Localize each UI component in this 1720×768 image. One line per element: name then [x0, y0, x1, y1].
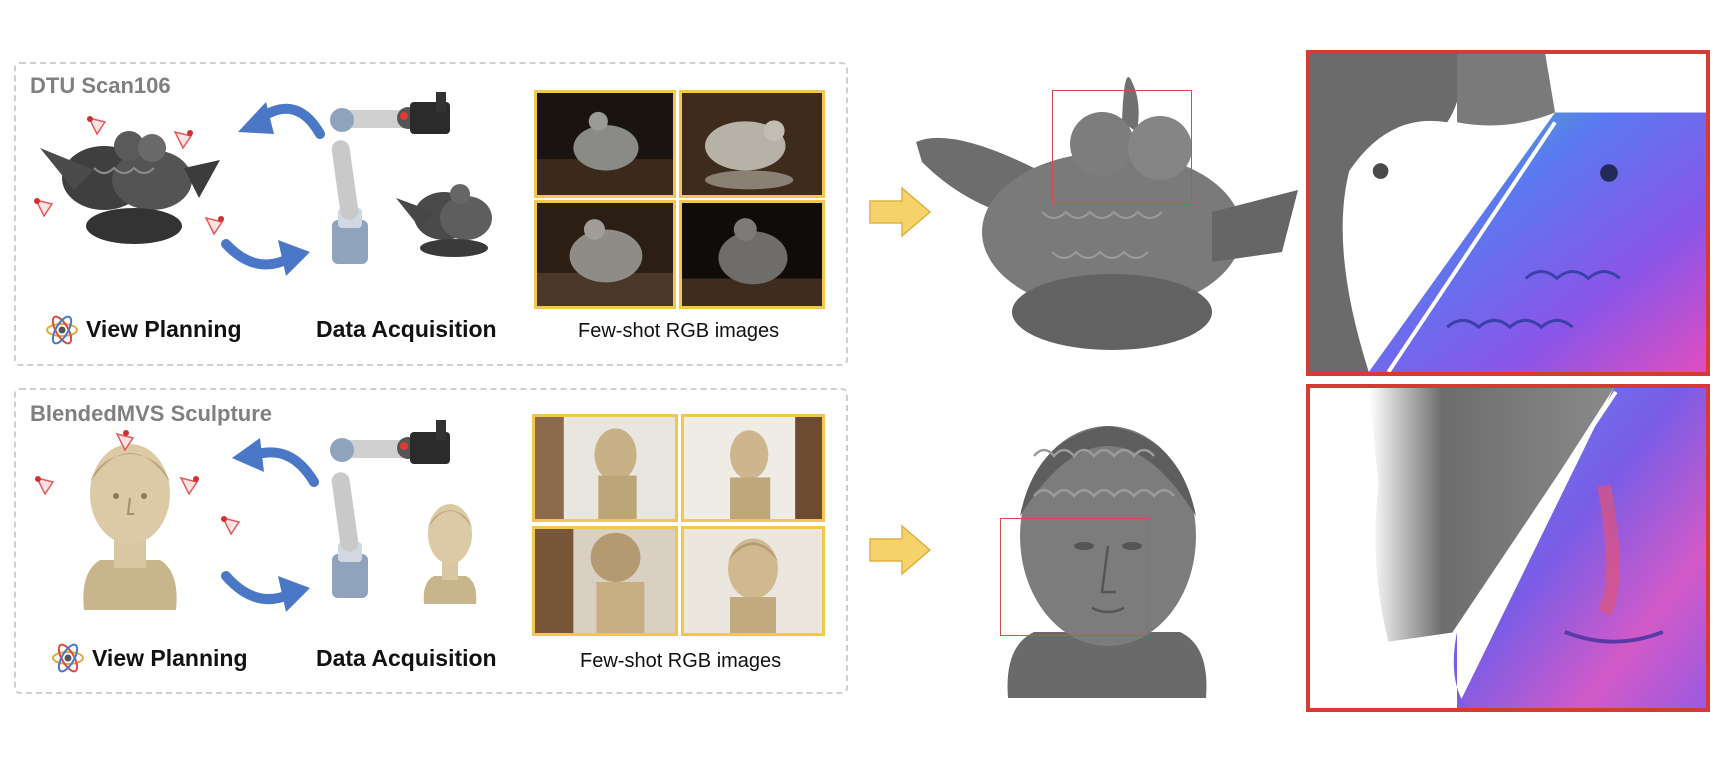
rgb-thumbnail — [534, 200, 676, 309]
sculpture-object-small — [423, 504, 477, 604]
reconstructed-mesh-birds — [916, 77, 1298, 350]
camera-pose-icon — [35, 476, 55, 496]
sculpture-object-with-views — [83, 444, 177, 610]
camera-pose-icon — [34, 198, 54, 218]
atom-planning-icon — [46, 315, 78, 345]
reconstructed-mesh-sculpture — [1007, 426, 1207, 698]
birds-object-small — [396, 184, 492, 257]
flow-arrow-icon — [221, 571, 310, 612]
robot-arm — [330, 92, 450, 264]
flow-arrow-icon — [238, 102, 325, 139]
images-caption: Few-shot RGB images — [580, 650, 782, 672]
camera-pose-icon — [173, 130, 193, 150]
zoom-normal-map — [1306, 50, 1710, 376]
view-planning-label: View Planning — [86, 316, 242, 342]
flow-arrow-icon — [221, 239, 310, 276]
rgb-thumbnail — [679, 200, 825, 309]
birds-object-with-views — [40, 131, 220, 244]
zoom-region-box — [1000, 518, 1148, 636]
camera-pose-icon — [115, 430, 135, 452]
flow-arrow-icon — [232, 438, 319, 487]
blendedmvs-panel — [14, 388, 848, 694]
flow-arrow-icon — [869, 186, 932, 238]
zoom-region-box — [1052, 90, 1192, 204]
birds-base — [86, 208, 182, 244]
dataset-title: DTU Scan106 — [30, 73, 171, 98]
birds-body-right — [112, 150, 192, 210]
camera-pose-icon — [179, 476, 199, 496]
dtu-panel — [14, 62, 848, 366]
camera-pose-icon — [87, 116, 107, 136]
birds-wing — [40, 148, 94, 190]
data-acquisition-label: Data Acquisition — [316, 316, 497, 342]
birds-tail — [184, 160, 220, 198]
birds-head-right — [138, 134, 166, 162]
camera-pose-icon — [204, 216, 224, 236]
images-caption: Few-shot RGB images — [578, 320, 780, 342]
dataset-title: BlendedMVS Sculpture — [30, 401, 273, 426]
rgb-thumbnail — [681, 526, 825, 636]
rgb-thumbnail — [681, 414, 825, 522]
data-acquisition-label: Data Acquisition — [316, 645, 497, 671]
rgb-thumbnail — [534, 90, 676, 198]
flow-arrow-icon — [869, 524, 932, 576]
rgb-thumbnail — [532, 526, 678, 636]
view-planning-label: View Planning — [92, 645, 248, 671]
rgb-thumbnail — [679, 90, 825, 198]
zoom-normal-map — [1306, 384, 1710, 712]
birds-head-left — [114, 131, 144, 161]
rgb-thumbnail — [532, 414, 678, 522]
atom-planning-icon — [52, 643, 84, 673]
camera-pose-icon — [221, 516, 241, 536]
robot-arm — [330, 420, 450, 598]
